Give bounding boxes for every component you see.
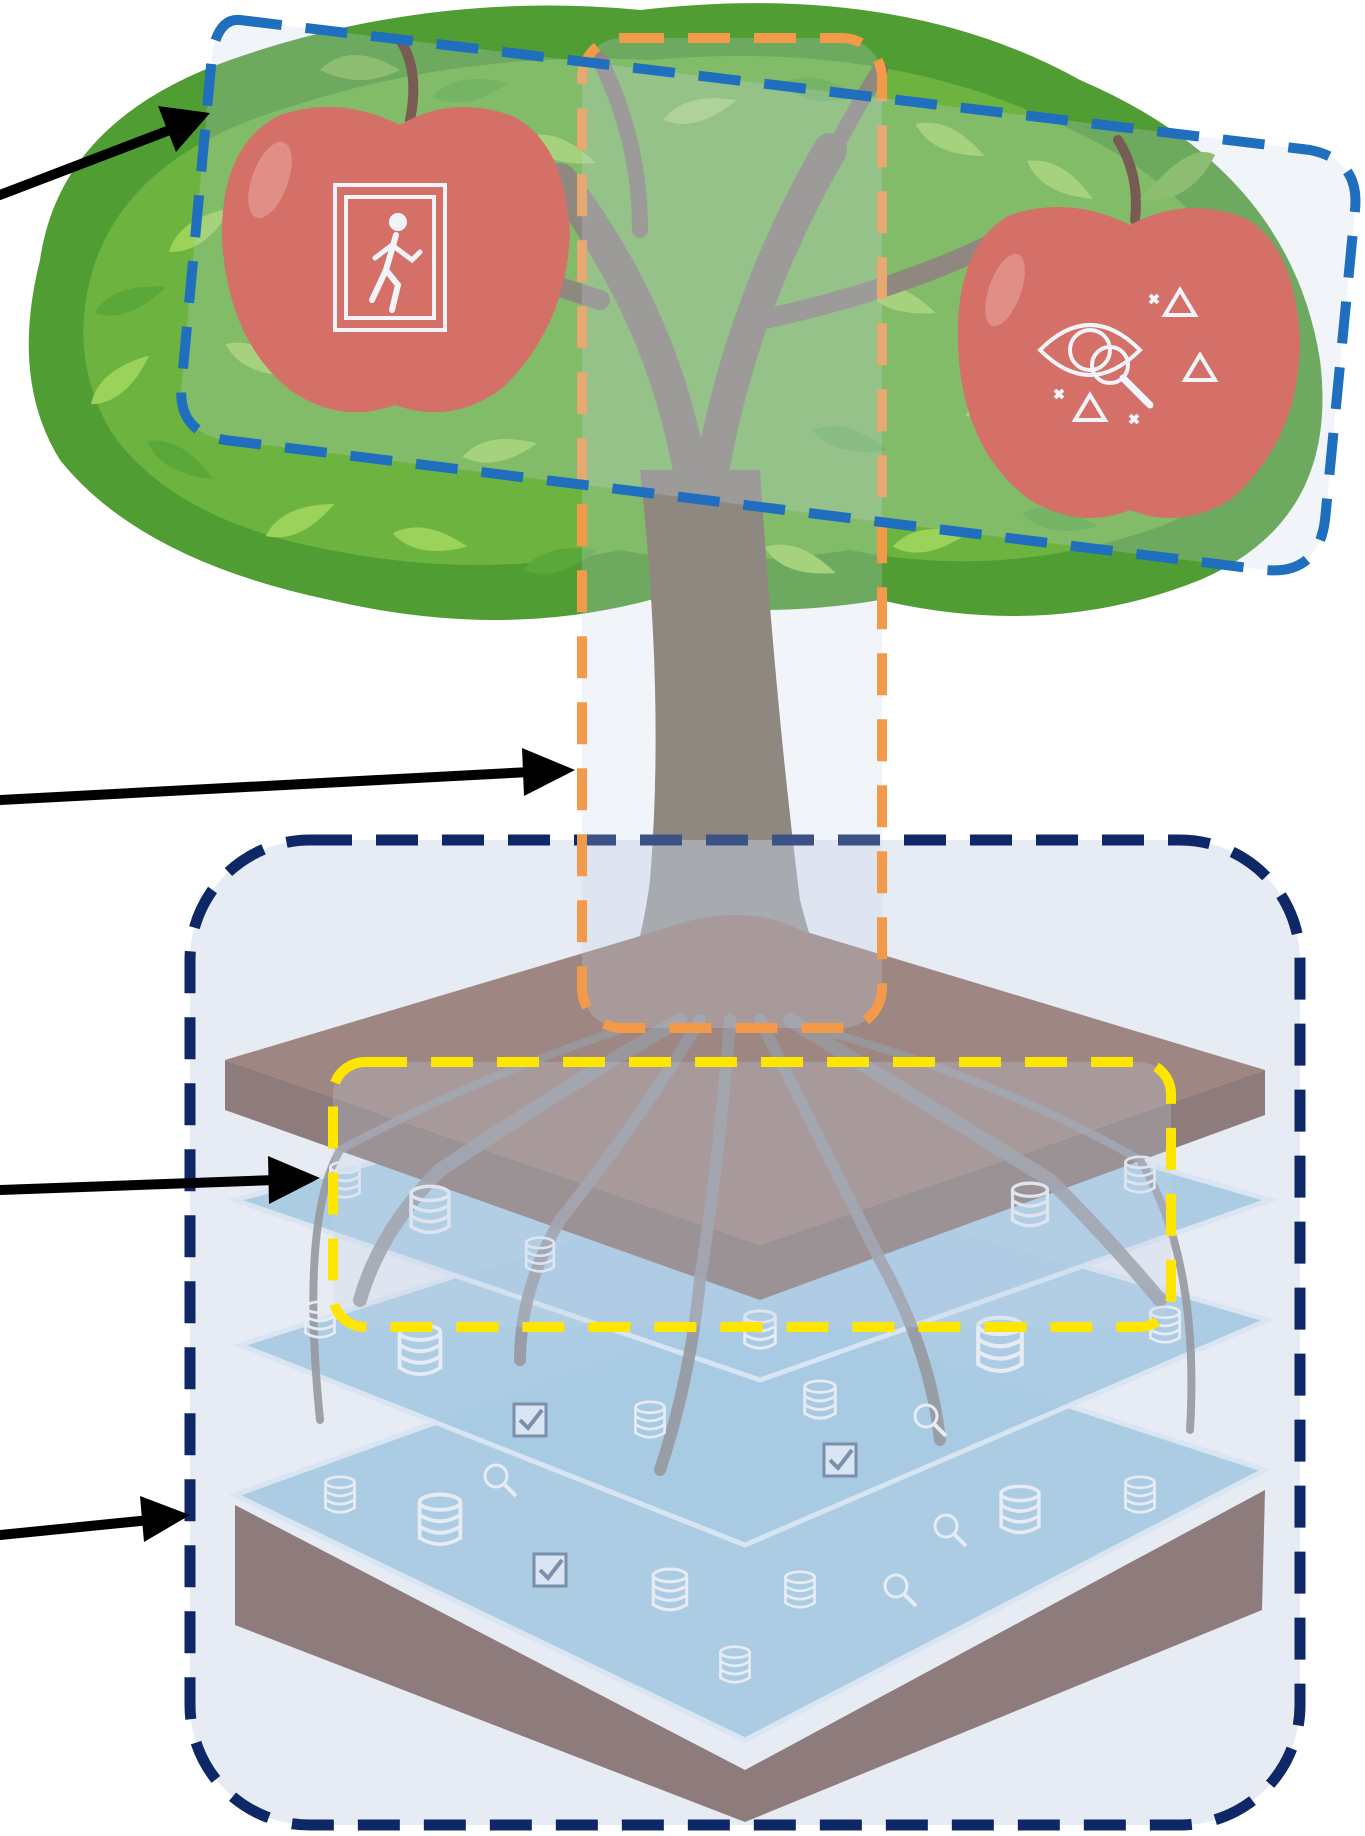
tree-trunk: [610, 470, 850, 1020]
top-soil-slab: [225, 915, 1265, 1245]
roots-region: [328, 1057, 1176, 1332]
annotation-arrows: [0, 106, 575, 1542]
apple-right: [957, 135, 1300, 518]
bottom-soil-block: [235, 1490, 1265, 1822]
arrow-to-ground: [0, 1496, 190, 1542]
trunk-region: [577, 33, 887, 1033]
fruits-region: [176, 14, 1361, 576]
arrow-to-roots: [0, 1156, 320, 1204]
ground-layers-region: [184, 834, 1306, 1831]
arrow-to-trunk: [0, 748, 575, 805]
apple-left: [221, 35, 570, 413]
eye-inspection-warning-icon: [1037, 286, 1219, 425]
exit-door-icon: [333, 183, 447, 332]
arrow-to-fruits: [0, 106, 210, 200]
ground-stack: [225, 915, 1279, 1822]
